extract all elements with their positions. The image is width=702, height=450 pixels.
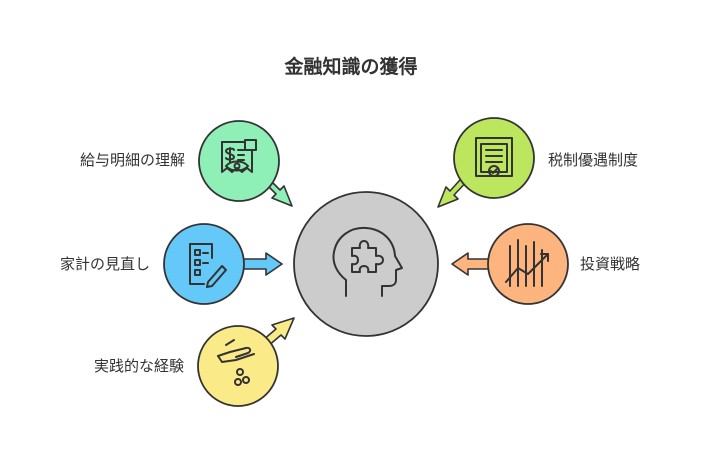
hand-coins-icon: [217, 339, 255, 386]
head-puzzle-icon: [332, 226, 403, 297]
label-item-2: 家計の見直し: [59, 255, 150, 273]
certificate-icon: [475, 137, 513, 177]
label-item-5: 投資戦略: [580, 255, 641, 273]
label-item-1: 給与明細の理解: [79, 151, 185, 169]
item-3-node: [197, 325, 279, 407]
item-5-node: [487, 223, 569, 305]
item-1-node: [198, 120, 280, 202]
trend-chart-icon: [505, 239, 549, 287]
label-item-4: 税制優遇制度: [548, 151, 639, 169]
center-node: [293, 191, 439, 337]
item-4-node: [453, 117, 535, 199]
receipt-eye-icon: [221, 139, 257, 173]
arrow-item-5: [451, 252, 493, 276]
page-title: 金融知識の獲得: [284, 56, 418, 78]
label-item-3: 実践的な経験: [93, 357, 184, 375]
checklist-pen-icon: [189, 243, 227, 288]
item-2-node: [163, 223, 245, 305]
